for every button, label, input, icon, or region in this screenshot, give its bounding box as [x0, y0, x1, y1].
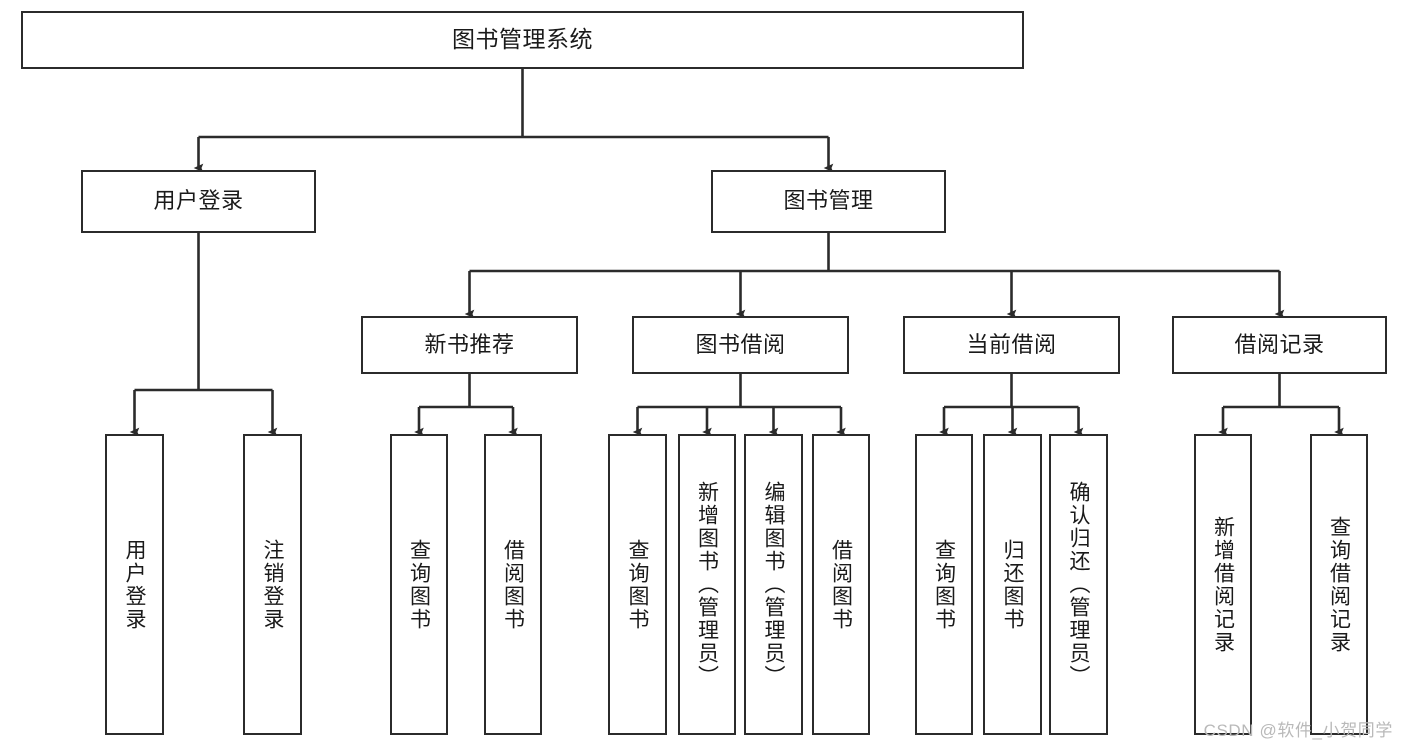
- node-label: 归还图书: [1001, 538, 1024, 631]
- node-l3-querybook3[interactable]: 查询图书: [915, 434, 973, 735]
- node-l3-editbook[interactable]: 编辑图书（管理员）: [744, 434, 803, 735]
- watermark-text: CSDN @软件_小贺同学: [1203, 721, 1393, 740]
- node-label: 用户登录: [123, 538, 146, 631]
- node-l2-current[interactable]: 当前借阅: [903, 316, 1120, 374]
- node-label: 查询图书: [407, 538, 431, 631]
- node-label: 注销登录: [261, 538, 284, 631]
- node-l3-returnbook[interactable]: 归还图书: [983, 434, 1042, 735]
- node-label: 新增借阅记录: [1211, 515, 1235, 654]
- node-label: 确认归还（管理员）: [1067, 481, 1090, 688]
- node-label: 查询图书: [626, 538, 649, 631]
- node-label: 当前借阅: [966, 331, 1057, 357]
- node-label: 用户登录: [153, 188, 244, 214]
- node-l3-queryrecord[interactable]: 查询借阅记录: [1310, 434, 1368, 735]
- node-label: 图书借阅: [695, 331, 786, 357]
- node-label: 编辑图书（管理员）: [762, 481, 785, 688]
- node-label: 查询借阅记录: [1327, 515, 1351, 654]
- node-label: 图书管理系统: [452, 26, 593, 53]
- node-l3-userlogin[interactable]: 用户登录: [105, 434, 164, 735]
- node-label: 新书推荐: [424, 331, 515, 357]
- node-root[interactable]: 图书管理系统: [21, 11, 1024, 69]
- node-label: 图书管理: [783, 188, 874, 214]
- node-l3-borrowbook2[interactable]: 借阅图书: [812, 434, 870, 735]
- node-l3-confirm[interactable]: 确认归还（管理员）: [1049, 434, 1108, 735]
- node-l3-addbook[interactable]: 新增图书（管理员）: [678, 434, 736, 735]
- node-label: 借阅记录: [1234, 331, 1325, 357]
- node-l1-login[interactable]: 用户登录: [81, 170, 316, 233]
- node-label: 借阅图书: [501, 538, 525, 631]
- node-l1-bookmgmt[interactable]: 图书管理: [711, 170, 946, 233]
- node-l3-logout[interactable]: 注销登录: [243, 434, 302, 735]
- node-l3-borrowbook1[interactable]: 借阅图书: [484, 434, 542, 735]
- node-label: 借阅图书: [829, 538, 853, 631]
- node-l2-borrow[interactable]: 图书借阅: [632, 316, 849, 374]
- node-l2-record[interactable]: 借阅记录: [1172, 316, 1387, 374]
- node-l3-addrecord[interactable]: 新增借阅记录: [1194, 434, 1252, 735]
- node-l2-newbook[interactable]: 新书推荐: [361, 316, 578, 374]
- node-label: 新增图书（管理员）: [695, 481, 719, 688]
- node-l3-querybook1[interactable]: 查询图书: [390, 434, 448, 735]
- node-label: 查询图书: [932, 538, 956, 631]
- node-l3-querybook2[interactable]: 查询图书: [608, 434, 667, 735]
